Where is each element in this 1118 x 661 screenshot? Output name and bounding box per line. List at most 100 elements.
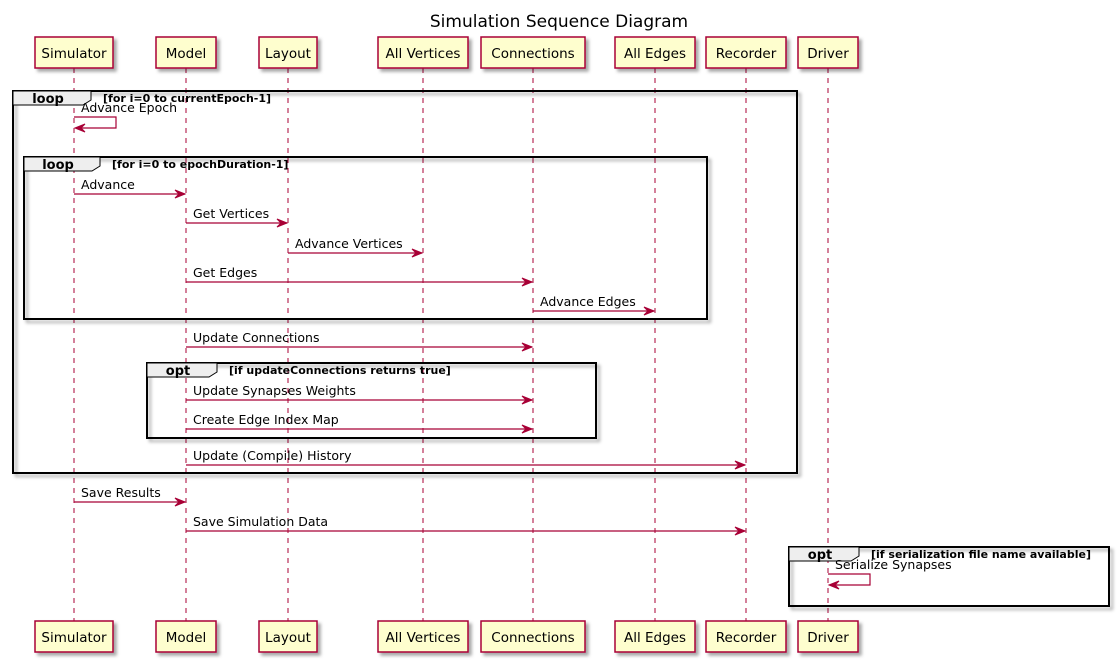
self-arrow-line (74, 116, 117, 129)
fragment-tab (146, 362, 218, 378)
message-2: Advance (74, 177, 187, 199)
participant-box (797, 36, 859, 69)
fragment-loop-epochs: loop [for i=0 to currentEpoch-1] (12, 90, 798, 474)
participant-label: All Vertices (386, 46, 461, 62)
participant-box (797, 620, 859, 653)
participant-label: Model (166, 46, 207, 62)
participant-connections-top: Connections (480, 36, 586, 69)
message-10: Update (Compile) History (186, 448, 747, 470)
participant-all-vertices-bottom: All Vertices (377, 620, 469, 653)
fragment-condition: [if serialization file name available] (871, 548, 1091, 561)
fragment-frame (23, 156, 708, 320)
fragment-keyword: opt (808, 548, 832, 563)
fragment-tab (12, 90, 92, 106)
participant-box (480, 36, 586, 69)
participant-box (377, 36, 469, 69)
participant-label: All Edges (624, 630, 686, 646)
participant-label: Recorder (716, 630, 777, 646)
arrow-head (174, 497, 187, 507)
participant-all-vertices-top: All Vertices (377, 36, 469, 69)
participant-label: Driver (807, 630, 849, 646)
arrow-head (411, 248, 424, 258)
message-label: Advance Epoch (81, 100, 177, 115)
participant-all-edges-bottom: All Edges (614, 620, 696, 653)
participant-box (705, 36, 787, 69)
message-5: Get Edges (186, 265, 534, 287)
message-label: Save Simulation Data (193, 514, 328, 529)
message-label: Advance Edges (540, 294, 636, 309)
message-label: Get Vertices (193, 206, 269, 221)
arrow-head (174, 189, 187, 199)
participant-label: Simulator (41, 46, 107, 62)
participant-layout-top: Layout (258, 36, 318, 69)
arrow-head (521, 277, 534, 287)
fragment-condition: [if updateConnections returns true] (229, 364, 451, 377)
participant-recorder-top: Recorder (705, 36, 787, 69)
participant-box (614, 36, 696, 69)
fragment-condition: [for i=0 to epochDuration-1] (112, 158, 288, 171)
participant-driver-top: Driver (797, 36, 859, 69)
message-label: Serialize Synapses (835, 557, 952, 572)
fragment-frame (788, 546, 1110, 607)
participant-box (155, 620, 217, 653)
participant-simulator-top: Simulator (34, 36, 114, 69)
participant-box (34, 36, 114, 69)
self-arrow-line (828, 573, 871, 586)
fragment-condition: [for i=0 to currentEpoch-1] (103, 92, 271, 105)
participant-layout-bottom: Layout (258, 620, 318, 653)
fragment-tab (788, 546, 860, 562)
message-12: Save Simulation Data (186, 514, 747, 536)
message-label: Advance Vertices (295, 236, 403, 251)
fragment-keyword: opt (166, 364, 190, 379)
arrow-head (734, 460, 747, 470)
participant-connections-bottom: Connections (480, 620, 586, 653)
message-9: Create Edge Index Map (186, 412, 534, 434)
message-4: Advance Vertices (288, 236, 424, 258)
participant-label: Driver (807, 46, 849, 62)
participant-box (377, 620, 469, 653)
message-label: Update Connections (193, 330, 319, 345)
fragment-keyword: loop (42, 158, 74, 173)
message-label: Get Edges (193, 265, 257, 280)
message-6: Advance Edges (533, 294, 656, 316)
participant-box (258, 620, 318, 653)
participant-driver-bottom: Driver (797, 620, 859, 653)
arrow-head (276, 218, 289, 228)
fragment-frame (146, 362, 597, 439)
arrow-head (73, 123, 86, 133)
participant-label: All Vertices (386, 630, 461, 646)
participant-label: Connections (491, 630, 574, 646)
participant-box (258, 36, 318, 69)
participant-recorder-bottom: Recorder (705, 620, 787, 653)
participant-simulator-bottom: Simulator (34, 620, 114, 653)
fragment-loop-duration: loop [for i=0 to epochDuration-1] (23, 156, 708, 320)
message-8: Update Synapses Weights (186, 383, 534, 405)
fragment-frame (12, 90, 798, 474)
message-3: Get Vertices (186, 206, 289, 228)
message-label: Update (Compile) History (193, 448, 352, 463)
arrow-head (521, 424, 534, 434)
fragment-keyword: loop (32, 92, 64, 107)
participant-model-top: Model (155, 36, 217, 69)
participant-label: Connections (491, 46, 574, 62)
message-7: Update Connections (186, 330, 534, 352)
arrow-head (521, 395, 534, 405)
arrow-head (643, 306, 656, 316)
participant-box (705, 620, 787, 653)
arrow-head (827, 580, 840, 590)
participant-label: Simulator (41, 630, 107, 646)
message-1: Advance Epoch (73, 100, 177, 133)
participant-box (480, 620, 586, 653)
participant-label: Layout (265, 630, 311, 646)
message-label: Advance (81, 177, 135, 192)
diagram-title: Simulation Sequence Diagram (430, 12, 688, 32)
message-label: Update Synapses Weights (193, 383, 356, 398)
participant-model-bottom: Model (155, 620, 217, 653)
participant-box (34, 620, 114, 653)
fragment-tab (23, 156, 101, 172)
participant-box (614, 620, 696, 653)
message-11: Save Results (74, 485, 187, 507)
message-label: Save Results (81, 485, 161, 500)
participant-label: Layout (265, 46, 311, 62)
participant-label: Recorder (716, 46, 777, 62)
